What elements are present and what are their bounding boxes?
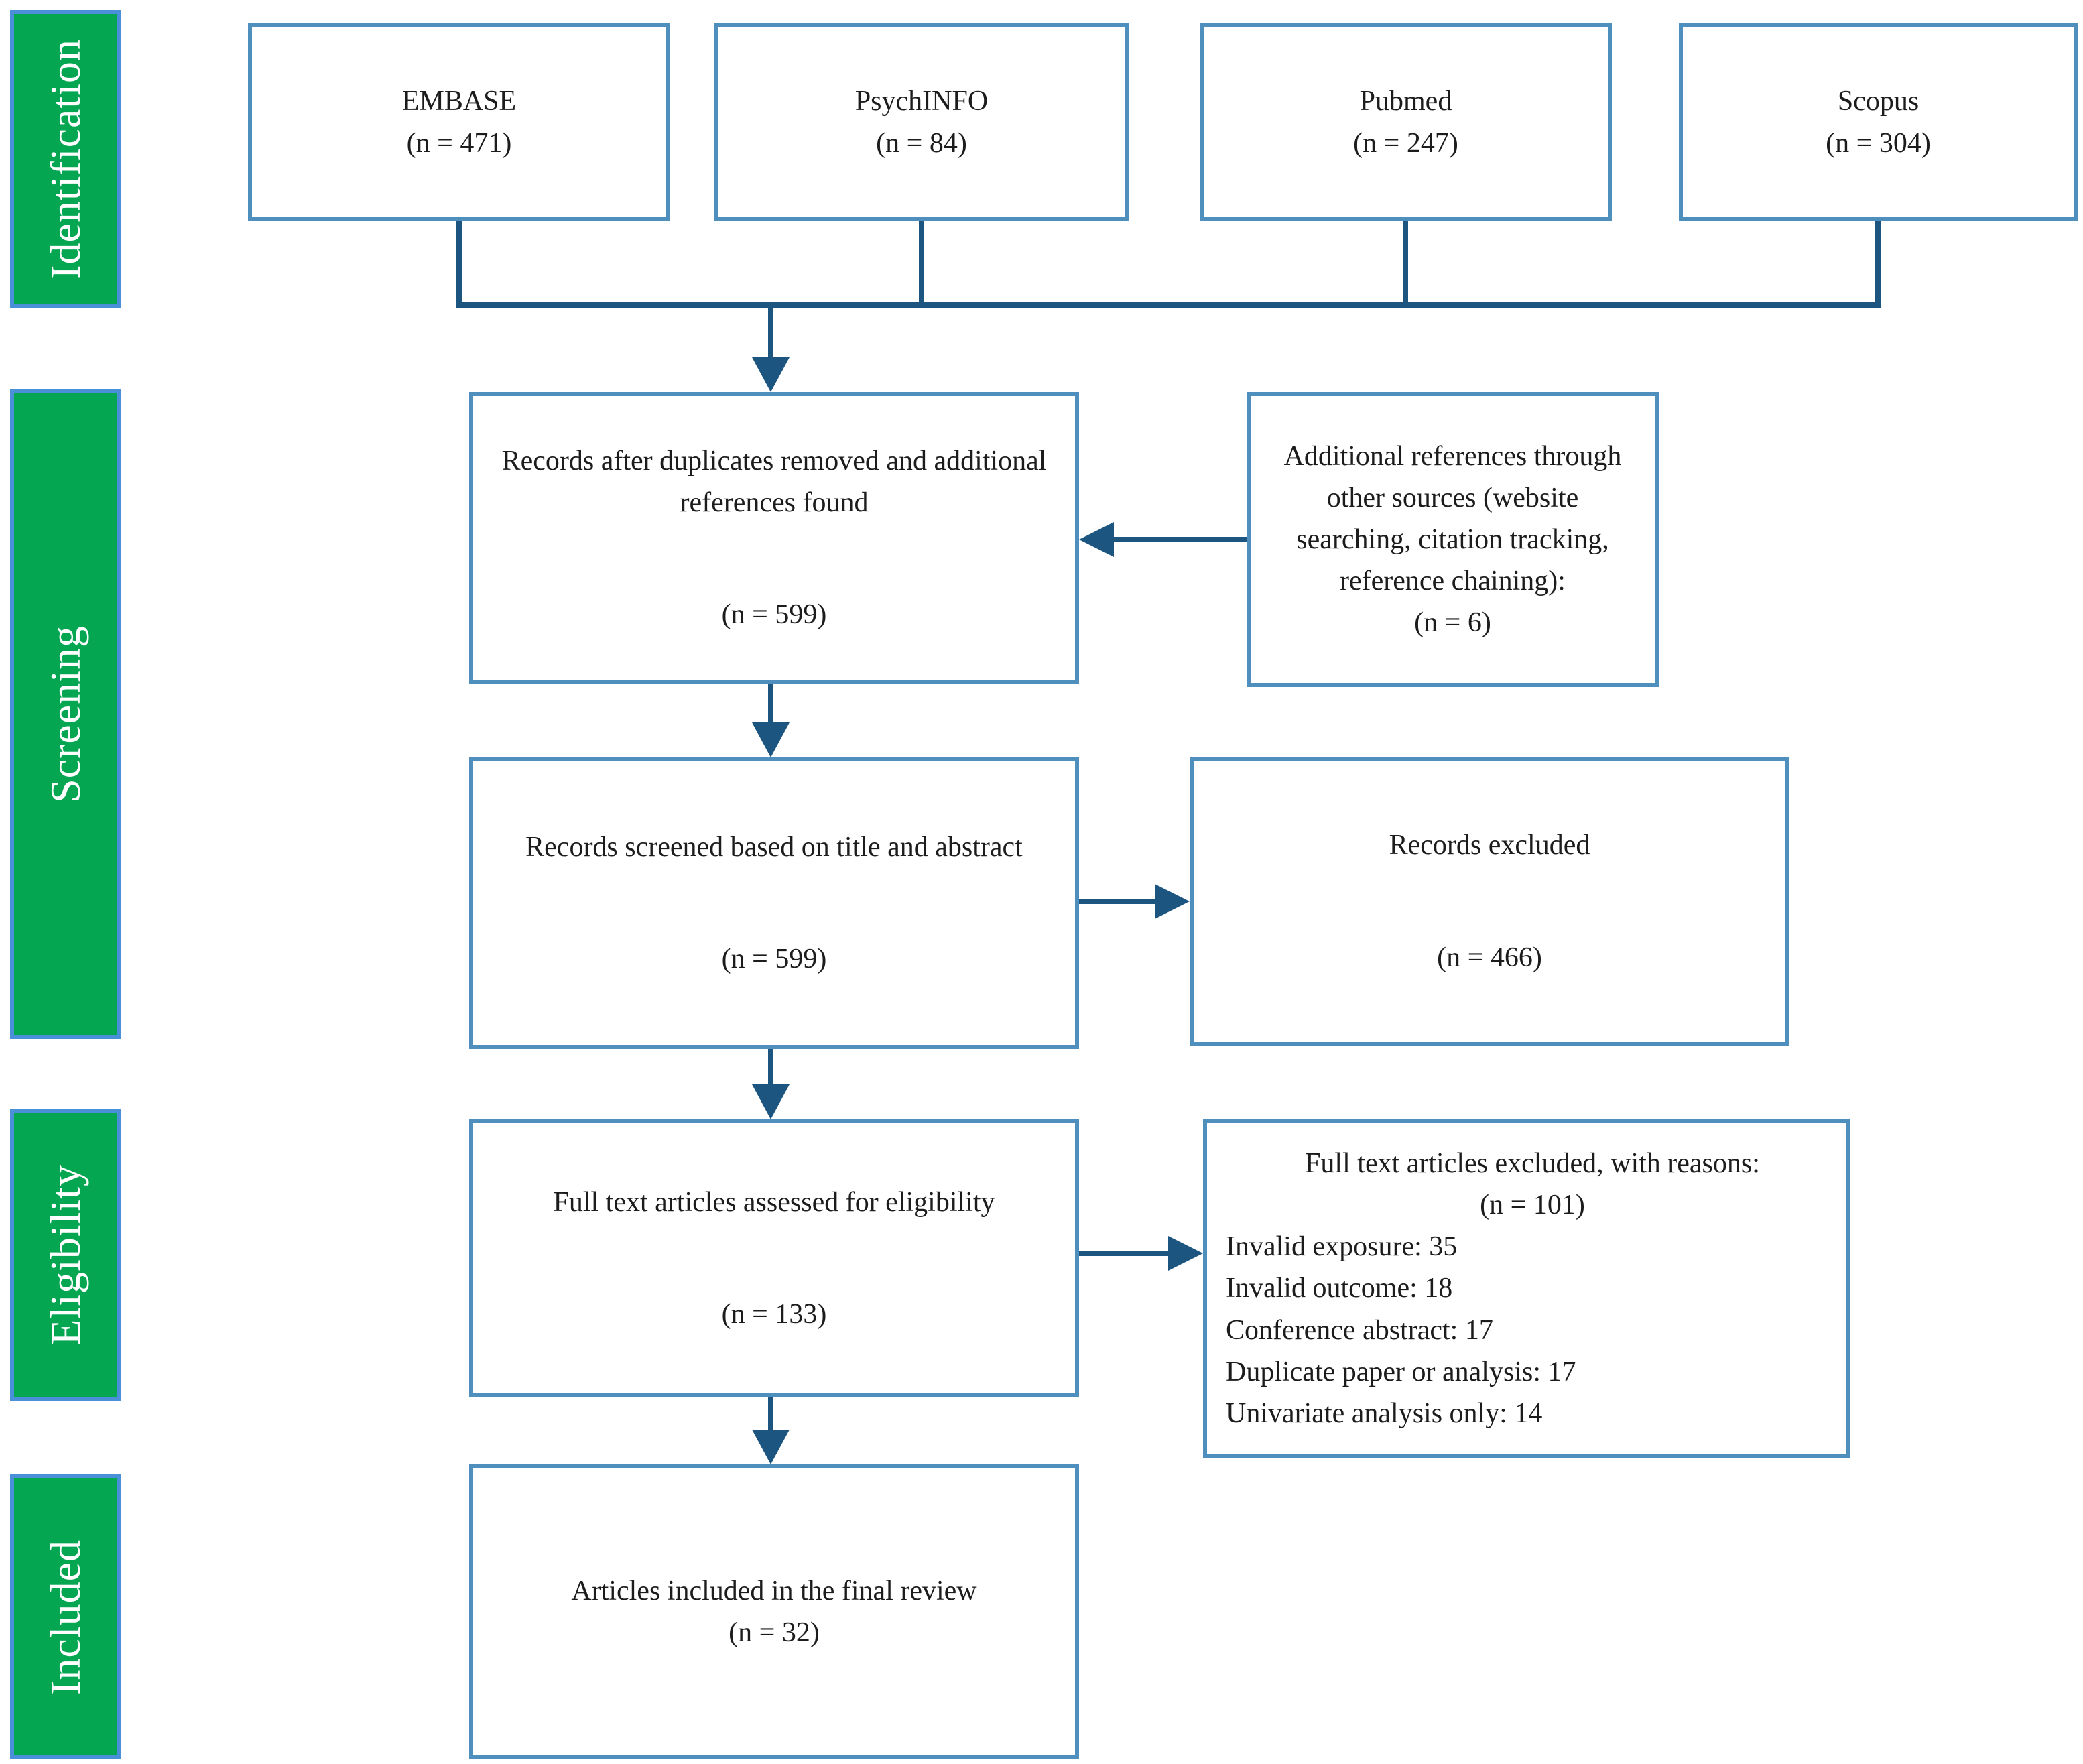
source-pubmed-count: (n = 247)	[1353, 127, 1458, 159]
fulltext-assessed-count: (n = 133)	[721, 1299, 827, 1330]
fulltext-excluded-reason: Univariate analysis only: 14	[1226, 1397, 1543, 1429]
arrow-screened-to-excluded-line	[1079, 899, 1155, 904]
fulltext-excluded-reason: Duplicate paper or analysis: 17	[1226, 1356, 1576, 1387]
stage-eligibility: Eligibility	[10, 1109, 121, 1401]
arrow-screened-to-excluded-head	[1155, 884, 1190, 919]
source-scopus-name: Scopus	[1837, 86, 1919, 117]
fulltext-excluded-title: Full text articles excluded, with reason…	[1305, 1147, 1760, 1179]
additional-references-count: (n = 6)	[1414, 607, 1491, 639]
box-fulltext-excluded: Full text articles excluded, with reason…	[1203, 1119, 1850, 1458]
arrow-screened-to-fulltext-line	[768, 1049, 773, 1084]
connector-pubmed-stub	[1403, 221, 1408, 308]
arrow-fulltext-to-excluded-head	[1168, 1236, 1203, 1271]
included-final-count: (n = 32)	[729, 1617, 820, 1648]
arrow-merge-to-records-head	[752, 357, 790, 392]
arrow-screened-to-fulltext-head	[752, 1084, 790, 1119]
source-box-psychinfo: PsychINFO (n = 84)	[714, 23, 1129, 221]
fulltext-assessed-title: Full text articles assessed for eligibil…	[553, 1186, 995, 1218]
connector-scopus-stub	[1875, 221, 1881, 308]
records-screened-title: Records screened based on title and abst…	[525, 831, 1023, 863]
stage-identification-label: Identification	[41, 39, 89, 279]
arrow-fulltext-to-included-head	[752, 1430, 790, 1464]
fulltext-excluded-reason: Conference abstract: 17	[1226, 1314, 1493, 1346]
source-psychinfo-count: (n = 84)	[876, 127, 967, 159]
fulltext-excluded-count: (n = 101)	[1480, 1190, 1585, 1221]
stage-included: Included	[10, 1474, 121, 1759]
source-box-pubmed: Pubmed (n = 247)	[1200, 23, 1612, 221]
arrow-fulltext-to-excluded-line	[1079, 1251, 1168, 1256]
records-screened-count: (n = 599)	[721, 944, 827, 974]
arrow-merge-to-records-line	[768, 305, 773, 359]
box-fulltext-assessed: Full text articles assessed for eligibil…	[469, 1119, 1079, 1397]
source-embase-name: EMBASE	[401, 86, 517, 117]
arrow-records-to-screened-head	[752, 722, 790, 757]
source-psychinfo-name: PsychINFO	[855, 86, 989, 117]
source-box-scopus: Scopus (n = 304)	[1679, 23, 2078, 221]
additional-references-title: Additional references through other sour…	[1283, 440, 1622, 597]
fulltext-excluded-reason: Invalid exposure: 35	[1226, 1231, 1458, 1263]
records-excluded-count: (n = 466)	[1437, 942, 1542, 973]
arrow-additional-to-records-line	[1114, 537, 1247, 542]
stage-screening-label: Screening	[41, 625, 89, 803]
stage-included-label: Included	[41, 1539, 89, 1695]
records-excluded-title: Records excluded	[1389, 830, 1590, 861]
box-records-excluded: Records excluded (n = 466)	[1190, 757, 1789, 1046]
source-box-embase: EMBASE (n = 471)	[248, 23, 670, 221]
source-pubmed-name: Pubmed	[1359, 86, 1452, 117]
included-final-title: Articles included in the final review	[571, 1575, 977, 1606]
arrow-additional-to-records-head	[1079, 522, 1114, 557]
arrow-records-to-screened-line	[768, 684, 773, 722]
stage-eligibility-label: Eligibility	[41, 1164, 89, 1346]
connector-embase-stub	[456, 221, 462, 308]
box-records-screened: Records screened based on title and abst…	[469, 757, 1079, 1049]
arrow-fulltext-to-included-line	[768, 1397, 773, 1430]
records-after-duplicates-title: Records after duplicates removed and add…	[501, 445, 1047, 518]
connector-merge-horizontal-line	[456, 302, 1881, 308]
stage-screening: Screening	[10, 389, 121, 1039]
records-after-duplicates-count: (n = 599)	[721, 599, 827, 631]
box-included-final: Articles included in the final review (n…	[469, 1464, 1079, 1759]
connector-psychinfo-stub	[919, 221, 924, 308]
source-scopus-count: (n = 304)	[1826, 127, 1931, 159]
box-records-after-duplicates: Records after duplicates removed and add…	[469, 392, 1079, 684]
stage-identification: Identification	[10, 10, 121, 308]
source-embase-count: (n = 471)	[406, 127, 512, 159]
box-additional-references: Additional references through other sour…	[1247, 392, 1659, 687]
fulltext-excluded-reason: Invalid outcome: 18	[1226, 1273, 1453, 1304]
